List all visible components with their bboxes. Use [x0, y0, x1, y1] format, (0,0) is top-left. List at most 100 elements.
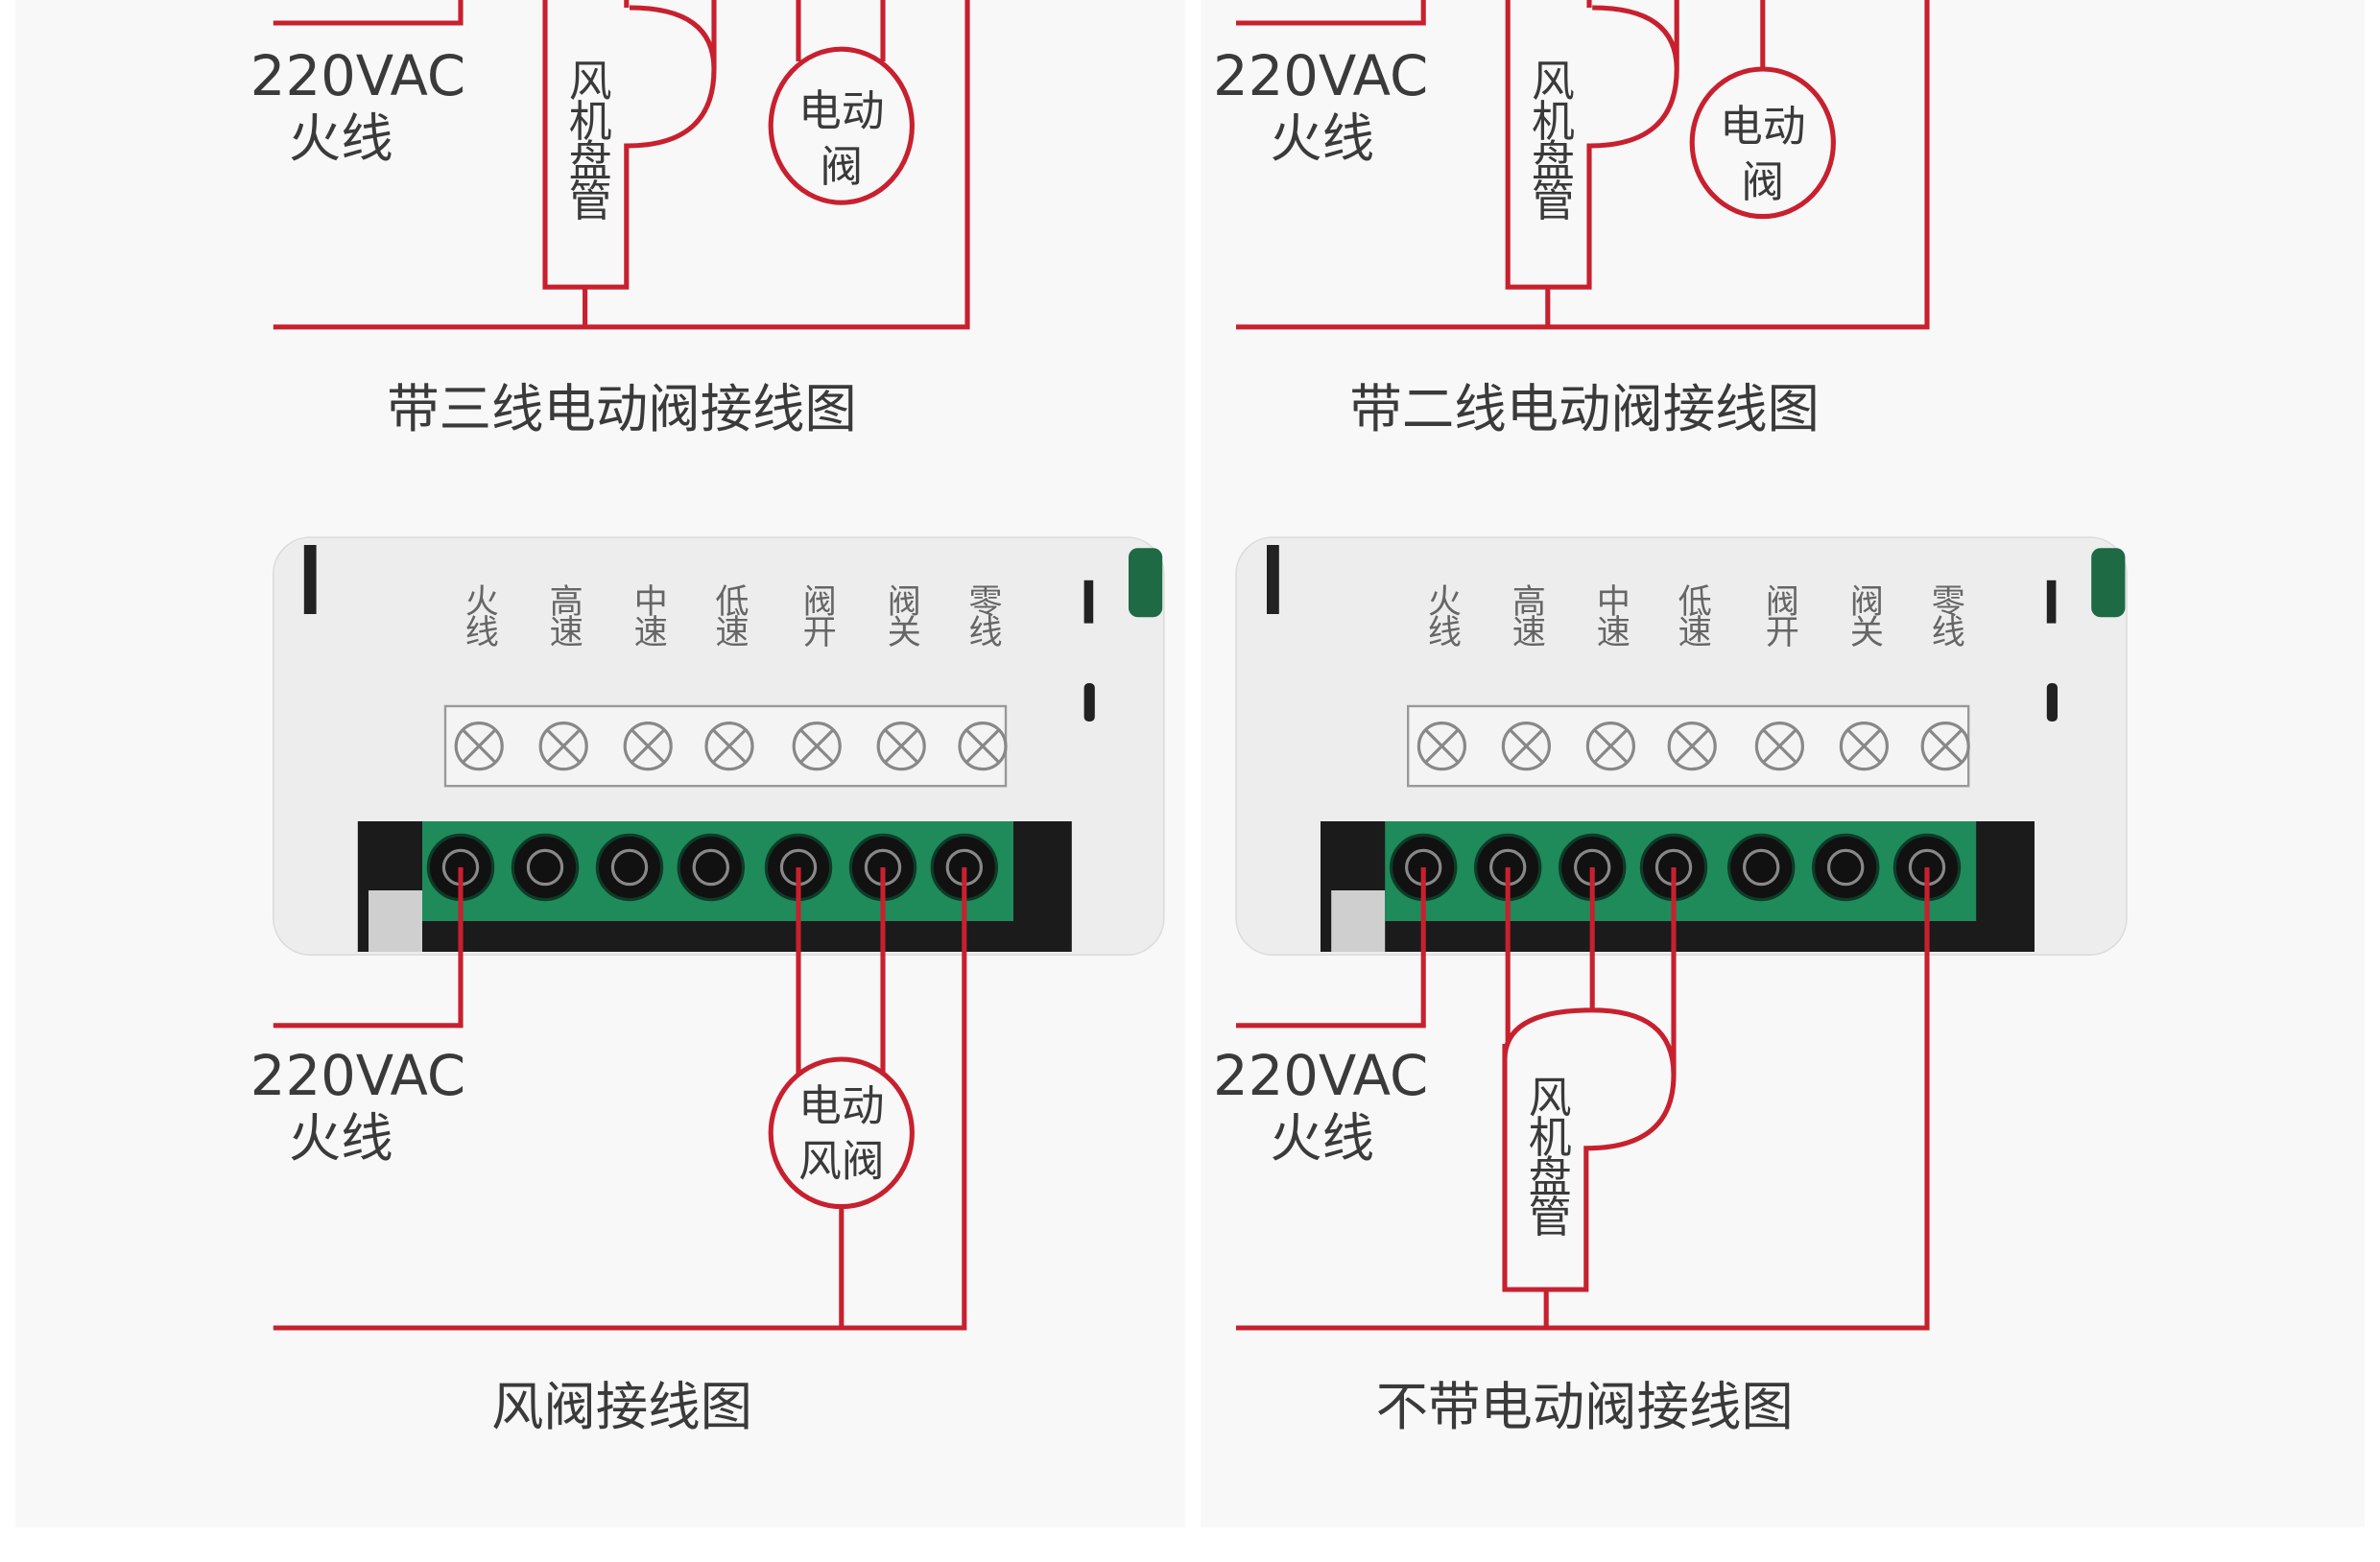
- supply-line-label: 火线: [1270, 1108, 1374, 1169]
- neutral-wire: [273, 867, 967, 1331]
- green-tab: [2091, 548, 2126, 618]
- terminal-label: 中速: [1591, 583, 1630, 647]
- diagram-air-damper: 火线高速中速低速阀开阀关零线 220VAC 火线 电动 风阀 风阀接线图: [250, 536, 1165, 1437]
- terminal-screw-icon: [511, 833, 580, 902]
- terminal-screw-icon: [1727, 833, 1796, 902]
- supply-voltage-label: 220VAC: [1213, 1044, 1428, 1108]
- terminal-label: 高速: [1507, 583, 1546, 647]
- terminal-screw-icon: [1812, 833, 1880, 902]
- terminal-label: 低速: [1673, 583, 1712, 647]
- diagram-caption: 带三线电动阀接线图: [387, 379, 857, 439]
- screw-cover-icon: [1839, 722, 1889, 771]
- supply-voltage-label: 220VAC: [250, 44, 465, 108]
- screw-cover-icon: [1416, 722, 1466, 771]
- terminal-label: 零线: [964, 583, 1003, 647]
- terminal-screw-icon: [595, 833, 664, 902]
- cross-mark-icon: [547, 729, 581, 763]
- diagram-two-wire-valve: 220VAC 火线 风机盘管 电动 阀 带二线电动阀接线图: [1213, 0, 1930, 439]
- screw-cover-icon: [454, 722, 504, 771]
- mounting-clip: [2046, 683, 2058, 722]
- valve-label-2: 阀: [1741, 156, 1784, 207]
- terminal-label: 阀关: [882, 583, 921, 648]
- mounting-clip: [1083, 683, 1095, 722]
- supply-line-label: 火线: [1270, 108, 1374, 169]
- neutral-wire: [1236, 867, 1930, 1331]
- terminal-label: 火线: [460, 583, 499, 647]
- cross-mark-icon: [965, 729, 1000, 763]
- screw-cover-icon: [538, 722, 588, 771]
- live-wire: [273, 0, 464, 26]
- electric-valve-symbol: [768, 46, 915, 205]
- terminal-cover: [1407, 704, 1970, 788]
- screw-cover-icon: [1585, 722, 1635, 771]
- live-wire: [1236, 0, 1426, 26]
- valve-label-2: 风阀: [798, 1136, 885, 1187]
- terminal-label: 高速: [544, 583, 583, 647]
- screw-head-icon: [1827, 848, 1865, 887]
- cross-mark-icon: [1847, 729, 1881, 763]
- fan-coil-box: [542, 0, 717, 290]
- mounting-clip: [2046, 580, 2057, 624]
- terminal-screw-icon: [677, 833, 746, 902]
- cross-mark-icon: [712, 729, 747, 763]
- cross-mark-icon: [1594, 729, 1628, 763]
- supply-line-label: 火线: [289, 108, 393, 169]
- screw-head-icon: [526, 848, 564, 887]
- screw-cover-icon: [1920, 722, 1970, 771]
- screw-cover-icon: [876, 722, 926, 771]
- cross-mark-icon: [885, 729, 918, 763]
- valve-label-1: 电动: [798, 85, 885, 136]
- cross-mark-icon: [1425, 729, 1459, 763]
- cross-mark-icon: [1929, 729, 1963, 763]
- valve-label-1: 电动: [798, 1080, 885, 1131]
- terminal-label: 阀关: [1844, 583, 1884, 648]
- terminal-label: 零线: [1926, 583, 1965, 647]
- live-wire: [1236, 867, 1426, 1029]
- screw-cover-icon: [704, 722, 754, 771]
- screw-cover-icon: [1501, 722, 1551, 771]
- valve-label-1: 电动: [1720, 101, 1806, 152]
- terminal-cover: [443, 704, 1008, 788]
- screw-cover-icon: [623, 722, 673, 771]
- mounting-clip: [1083, 580, 1094, 624]
- fan-coil-label: 风机盘管: [1524, 59, 1575, 220]
- valve-wires: [796, 0, 886, 61]
- fan-coil-label: 风机盘管: [561, 59, 612, 220]
- mounting-clip: [303, 545, 317, 614]
- screw-cover-icon: [792, 722, 842, 771]
- mounting-clip: [1267, 545, 1279, 614]
- terminal-label: 阀开: [797, 583, 837, 648]
- fan-coil-box: [1505, 0, 1679, 290]
- terminal-label: 低速: [710, 583, 750, 647]
- cross-mark-icon: [463, 729, 496, 763]
- diagram-caption: 不带电动阀接线图: [1376, 1377, 1794, 1437]
- cross-mark-icon: [1676, 729, 1709, 763]
- supply-voltage-label: 220VAC: [1213, 44, 1428, 108]
- screw-cover-icon: [1754, 722, 1804, 771]
- cross-mark-icon: [1763, 729, 1797, 763]
- cross-mark-icon: [1510, 729, 1543, 763]
- valve-wires: [796, 867, 886, 1075]
- screw-cover-icon: [958, 722, 1008, 771]
- slot-edge: [1331, 890, 1386, 952]
- screw-head-icon: [692, 848, 730, 887]
- cross-mark-icon: [631, 729, 665, 763]
- supply-line-label: 火线: [289, 1108, 393, 1169]
- diagram-three-wire-valve: 220VAC 火线 风机盘管 电动 阀 带三线电动阀接线图: [250, 0, 970, 439]
- fan-coil-label: 风机盘管: [1521, 1075, 1572, 1236]
- slot-edge: [369, 890, 422, 952]
- supply-voltage-label: 220VAC: [250, 1044, 465, 1108]
- neutral-wire: [273, 0, 970, 330]
- thermostat-terminal-block: 火线高速中速低速阀开阀关零线: [1235, 536, 2128, 956]
- screw-head-icon: [610, 848, 649, 887]
- screw-head-icon: [1743, 848, 1780, 887]
- screw-cover-icon: [1667, 722, 1717, 771]
- neutral-wire: [1236, 0, 1930, 330]
- terminal-label: 火线: [1422, 583, 1462, 647]
- live-wire: [273, 867, 464, 1029]
- green-tab: [1129, 548, 1163, 618]
- terminal-label: 中速: [629, 583, 668, 647]
- cross-mark-icon: [800, 729, 834, 763]
- valve-label-2: 阀: [820, 141, 863, 192]
